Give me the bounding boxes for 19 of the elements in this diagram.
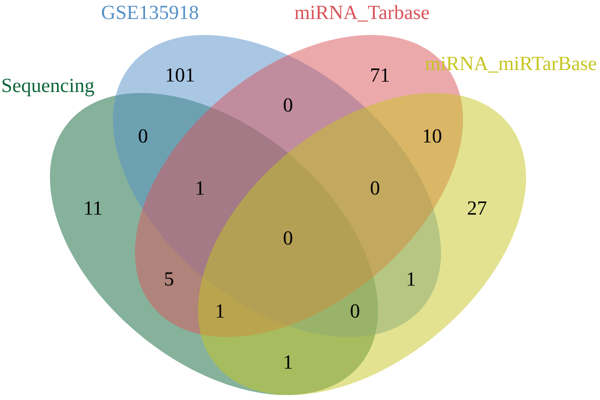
region-count: 0 xyxy=(350,304,360,318)
set-label: Sequencing xyxy=(2,78,94,96)
region-count: 10 xyxy=(424,129,442,143)
region-count: 11 xyxy=(85,201,102,215)
region-count: 71 xyxy=(371,68,389,82)
region-count: 1 xyxy=(196,181,204,195)
region-count: 0 xyxy=(284,98,292,112)
region-count: 27 xyxy=(468,201,486,215)
region-count: 0 xyxy=(284,231,292,245)
region-count: 101 xyxy=(166,68,194,82)
region-count: 0 xyxy=(370,181,380,195)
set-label: miRNA_miRTarBase xyxy=(425,56,596,73)
set-label: miRNA_Tarbase xyxy=(294,5,429,22)
region-count: 5 xyxy=(165,272,174,286)
set-label: GSE135918 xyxy=(102,6,198,20)
region-count: 1 xyxy=(408,272,415,286)
region-count: 0 xyxy=(138,129,148,143)
region-count: 1 xyxy=(284,355,292,369)
region-count: 1 xyxy=(216,304,224,318)
